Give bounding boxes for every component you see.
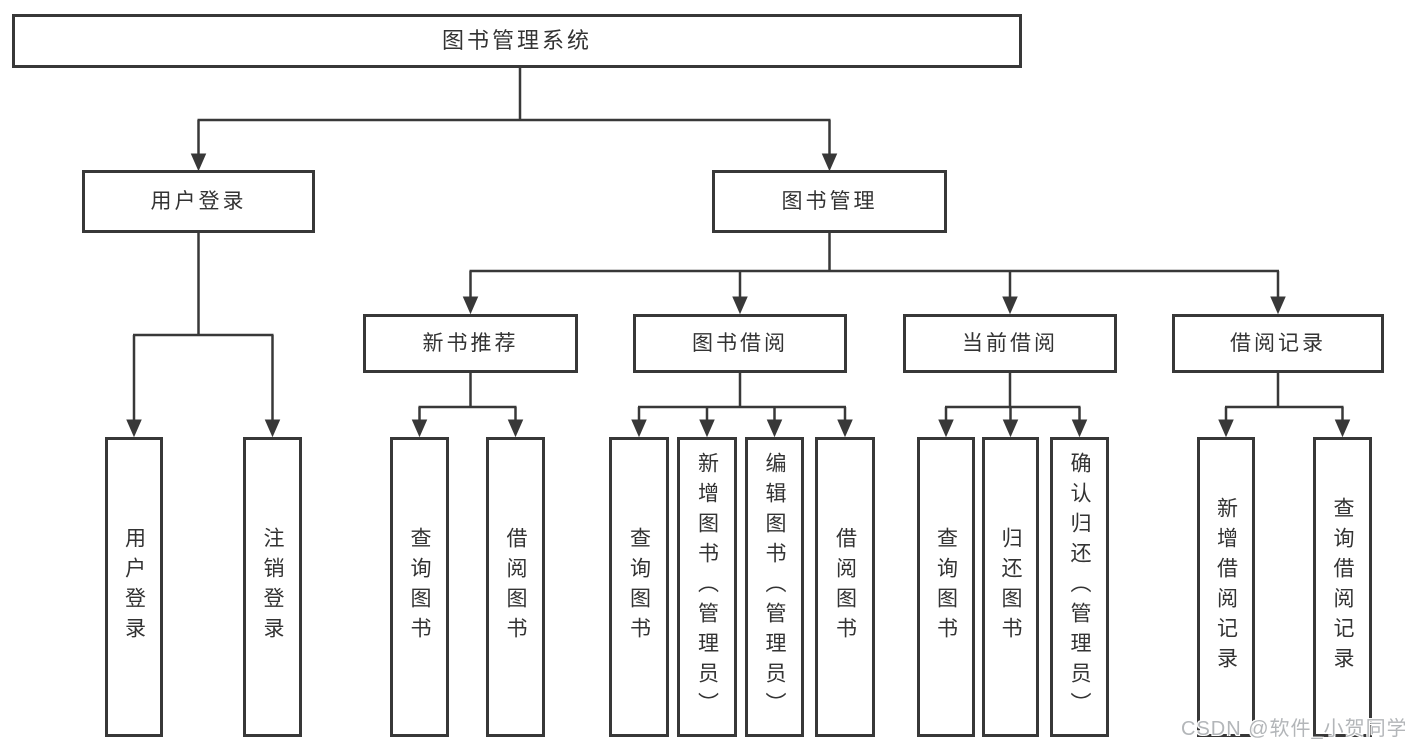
node-label: 图书借阅 (692, 331, 788, 355)
node-book-management: 图书管理 (712, 170, 947, 233)
leaf-recommend-query-books: 查询图书 (390, 437, 449, 737)
node-user-login: 用户登录 (82, 170, 315, 233)
leaf-borrow-borrow-books: 借阅图书 (815, 437, 875, 737)
leaf-recommend-borrow-books: 借阅图书 (486, 437, 545, 737)
node-label: 借阅图书 (833, 527, 857, 647)
leaf-current-return-books: 归还图书 (982, 437, 1039, 737)
node-label: 用户登录 (122, 527, 146, 647)
csdn-watermark: CSDN @软件_小贺同学 (1181, 718, 1405, 740)
node-label: 借阅图书 (504, 527, 528, 647)
node-label: 注销登录 (261, 527, 285, 647)
node-label: 新增图书（管理员） (695, 452, 719, 722)
node-label: 借阅记录 (1230, 331, 1326, 355)
node-borrowing-records: 借阅记录 (1172, 314, 1384, 373)
node-current-borrowing: 当前借阅 (903, 314, 1117, 373)
leaf-user-login: 用户登录 (105, 437, 163, 737)
leaf-logout: 注销登录 (243, 437, 302, 737)
node-label: 新增借阅记录 (1214, 497, 1238, 677)
node-label: 归还图书 (999, 527, 1023, 647)
node-library-management-system: 图书管理系统 (12, 14, 1022, 68)
leaf-borrow-edit-books-admin: 编辑图书（管理员） (745, 437, 804, 737)
node-label: 当前借阅 (962, 331, 1058, 355)
leaf-borrow-add-books-admin: 新增图书（管理员） (677, 437, 737, 737)
node-label: 查询借阅记录 (1331, 497, 1355, 677)
node-label: 查询图书 (408, 527, 432, 647)
leaf-current-confirm-return-admin: 确认归还（管理员） (1050, 437, 1109, 737)
node-label: 图书管理 (781, 189, 878, 213)
node-label: 图书管理系统 (441, 27, 592, 53)
leaf-current-query-books: 查询图书 (917, 437, 975, 737)
leaf-borrow-query-books: 查询图书 (609, 437, 669, 737)
node-label: 查询图书 (627, 527, 651, 647)
node-label: 用户登录 (150, 189, 247, 213)
node-new-book-recommendation: 新书推荐 (363, 314, 578, 373)
leaf-records-query-borrow-record: 查询借阅记录 (1313, 437, 1372, 737)
leaf-records-add-borrow-record: 新增借阅记录 (1197, 437, 1255, 737)
node-label: 编辑图书（管理员） (763, 452, 787, 722)
node-label: 新书推荐 (422, 331, 519, 355)
node-book-borrowing: 图书借阅 (633, 314, 847, 373)
node-label: 确认归还（管理员） (1068, 452, 1092, 722)
node-label: 查询图书 (934, 527, 958, 647)
